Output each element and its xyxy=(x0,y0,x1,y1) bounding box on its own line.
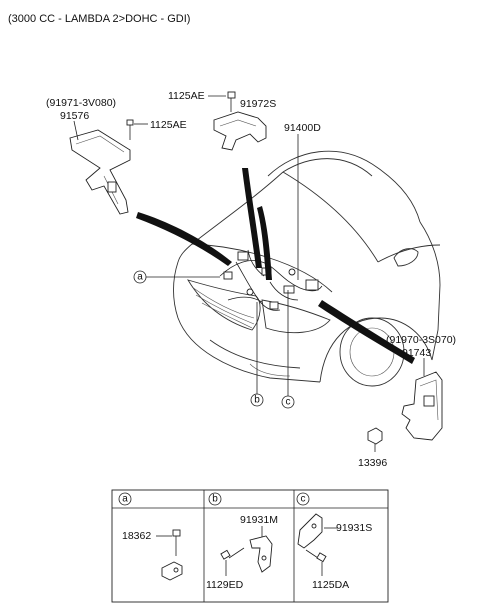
bracket-91972s xyxy=(213,111,267,151)
detail-c-tag: c xyxy=(301,494,306,505)
engine-bay-harness xyxy=(219,249,323,311)
bracket-left-part: 91576 xyxy=(60,110,89,122)
locator-c: c xyxy=(281,290,295,409)
locator-a: a xyxy=(133,270,220,284)
detail-b-tag: b xyxy=(212,494,218,505)
detail-c-part-1: 1125DA xyxy=(312,579,349,591)
callout-top-center: 1125AE 91972S xyxy=(168,90,276,110)
bracket-left-bolt: 1125AE xyxy=(150,119,187,131)
top-center-bolt: 1125AE xyxy=(168,90,205,102)
locator-a-text: a xyxy=(137,272,143,283)
locator-b-text: b xyxy=(254,395,260,406)
engine-spec-header: (3000 CC - LAMBDA 2>DOHC - GDI) xyxy=(8,13,190,25)
detail-b-part-0: 91931M xyxy=(240,514,278,526)
car-body-illustration xyxy=(173,150,441,387)
bracket-91743 xyxy=(401,371,443,441)
detail-col-b: b 91931M 1129ED xyxy=(206,492,278,591)
locator-c-text: c xyxy=(286,397,291,408)
bracket-91576 xyxy=(69,129,131,215)
detail-a-part-0: 18362 xyxy=(122,530,151,542)
callout-main-harness: 91400D xyxy=(284,122,321,280)
nut-13396 xyxy=(367,427,383,452)
bolt-1125ae-left xyxy=(126,119,134,140)
right-bracket-part: 91743 xyxy=(402,347,431,359)
leader-bands xyxy=(136,168,415,364)
callout-right-bracket: (91970-3S070) 91743 13396 xyxy=(358,334,456,469)
detail-col-a: a 18362 xyxy=(118,492,183,581)
detail-a-tag: a xyxy=(122,494,128,505)
bracket-left-alt-code: (91971-3V080) xyxy=(46,97,116,109)
right-bracket-nut: 13396 xyxy=(358,457,387,469)
callout-bracket-left: (91971-3V080) 91576 1125AE xyxy=(46,97,187,141)
detail-col-c: c 91931S 1125DA xyxy=(296,492,372,591)
detail-table: a 18362 b 91931M 1129ED c xyxy=(111,489,389,603)
top-center-part: 91972S xyxy=(240,98,276,110)
locator-b: b xyxy=(250,302,264,407)
detail-c-part-0: 91931S xyxy=(336,522,372,534)
detail-b-part-1: 1129ED xyxy=(206,579,244,591)
main-harness-part: 91400D xyxy=(284,122,321,134)
right-bracket-alt-code: (91970-3S070) xyxy=(386,334,456,346)
bolt-1125ae-top xyxy=(227,91,236,112)
